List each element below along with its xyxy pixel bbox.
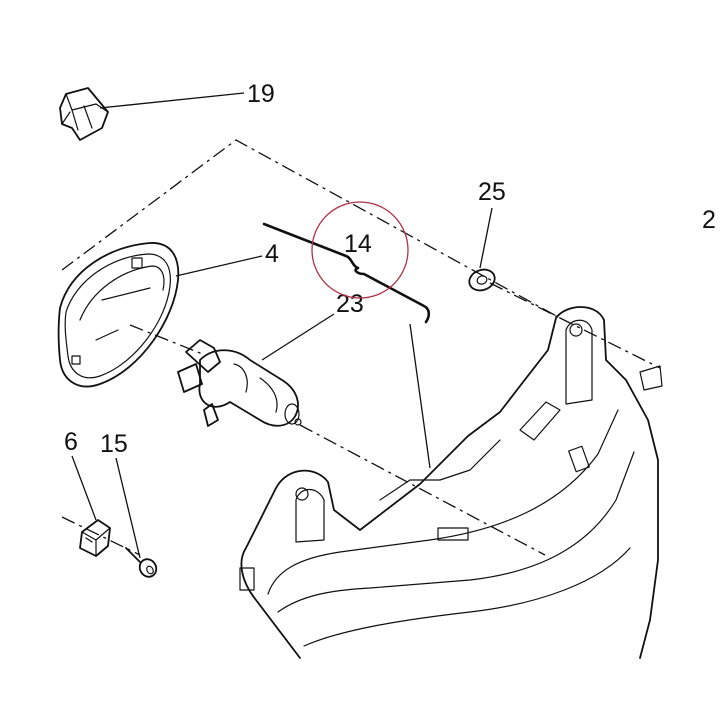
label-25: 25 (478, 178, 506, 206)
part-19-connector-clip (59, 87, 109, 141)
assembly-reference-lines (61, 139, 661, 556)
label-19: 19 (247, 80, 275, 108)
leader-15 (115, 457, 141, 559)
leader-25 (479, 207, 493, 269)
leader-6 (71, 455, 97, 521)
headlight-housing (239, 306, 663, 659)
label-15: 15 (100, 430, 128, 458)
leader-23 (261, 313, 335, 361)
part-4-retaining-ring (57, 242, 180, 388)
label-6: 6 (64, 428, 78, 456)
label-4: 4 (265, 240, 279, 268)
leader-4 (175, 255, 263, 277)
leader-14 (409, 323, 431, 469)
brace-14 (262, 222, 431, 324)
part-25-washer (468, 268, 496, 292)
part-15-screw (125, 547, 158, 578)
highlight-circle-14 (311, 201, 409, 299)
label-14: 14 (344, 230, 372, 258)
leader-19 (99, 92, 245, 109)
part-23-bulb (177, 339, 302, 427)
part-6-mounting-clip (79, 519, 111, 557)
label-23: 23 (336, 290, 364, 318)
label-edge: 2 (702, 206, 716, 234)
